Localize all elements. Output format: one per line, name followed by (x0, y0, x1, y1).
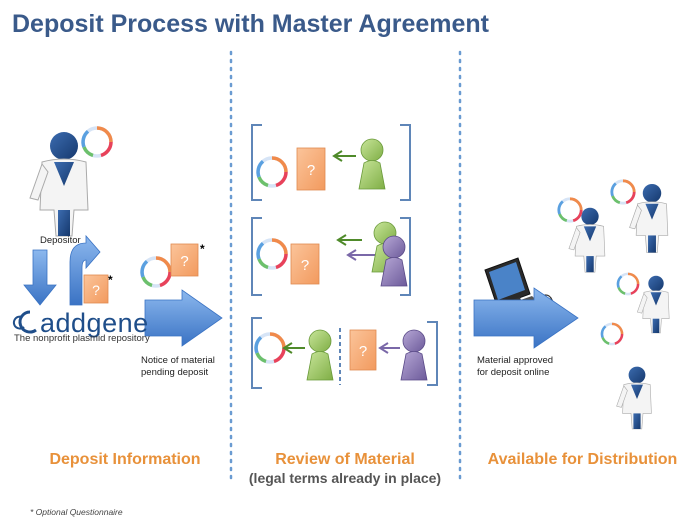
plasmid-icon (254, 332, 286, 364)
depositor-scientist-icon (29, 131, 89, 237)
down-arrow-icon (23, 249, 57, 306)
footnote: * Optional Questionnaire (30, 507, 123, 517)
review-note: (legal terms already in place) (248, 470, 442, 486)
document-icon: ? (170, 243, 199, 277)
arrow-left-green-icon (282, 342, 305, 354)
section-deposit-information: Deposit Information (49, 451, 201, 468)
plasmid-icon (610, 179, 636, 205)
plasmid-icon (140, 256, 172, 288)
plasmid-icon (557, 197, 583, 223)
asterisk-mark: * (200, 242, 205, 256)
approved-line-1: Material approved (477, 355, 554, 366)
svg-text:?: ? (180, 253, 188, 270)
svg-text:?: ? (301, 257, 309, 274)
notice-label: Notice of material pending deposit (141, 355, 215, 379)
notice-line-2: pending deposit (141, 367, 209, 378)
document-icon: ? (349, 329, 377, 371)
recipient-scientist-icon (637, 275, 670, 334)
deposit-arrow-icon (144, 289, 223, 347)
document-icon: ? (296, 147, 326, 191)
asterisk-mark: * (108, 273, 113, 287)
review-bracket-group (251, 124, 438, 389)
approved-line-2: for deposit online (477, 367, 550, 378)
plasmid-icon (616, 272, 640, 296)
document-icon: ? (290, 243, 320, 285)
section-available-for-distribution: Available for Distribution (487, 451, 678, 468)
return-arrow-icon (69, 234, 101, 306)
plasmid-icon (256, 156, 288, 188)
reviewer-green-icon (358, 138, 386, 190)
svg-text:?: ? (92, 282, 100, 298)
svg-text:?: ? (359, 343, 367, 360)
depositor-label: Depositor (40, 235, 81, 246)
section-review-of-material: Review of Material (275, 451, 415, 468)
document-icon: ? (83, 274, 109, 304)
arrow-left-green-icon (332, 150, 356, 162)
reviewer-purple-icon (400, 329, 428, 381)
arrow-left-purple-icon (346, 249, 376, 261)
approval-arrow-icon (473, 287, 579, 349)
notice-line-1: Notice of material (141, 355, 215, 366)
reviewer-green-icon (306, 329, 334, 381)
arrow-left-green-icon (336, 234, 362, 246)
svg-text:?: ? (307, 162, 315, 179)
addgene-wordmark: addgene (40, 308, 149, 338)
recipient-scientist-icon (616, 366, 652, 430)
page-title: Deposit Process with Master Agreement (12, 10, 489, 38)
addgene-logo-icon (12, 310, 37, 334)
plasmid-icon (81, 126, 113, 158)
plasmid-icon (256, 238, 288, 270)
addgene-tagline: The nonprofit plasmid repository (14, 333, 150, 344)
recipient-scientist-icon (568, 207, 606, 273)
approved-label: Material approved for deposit online (477, 355, 553, 379)
plasmid-icon (600, 322, 624, 346)
arrow-left-purple-icon (378, 342, 400, 354)
